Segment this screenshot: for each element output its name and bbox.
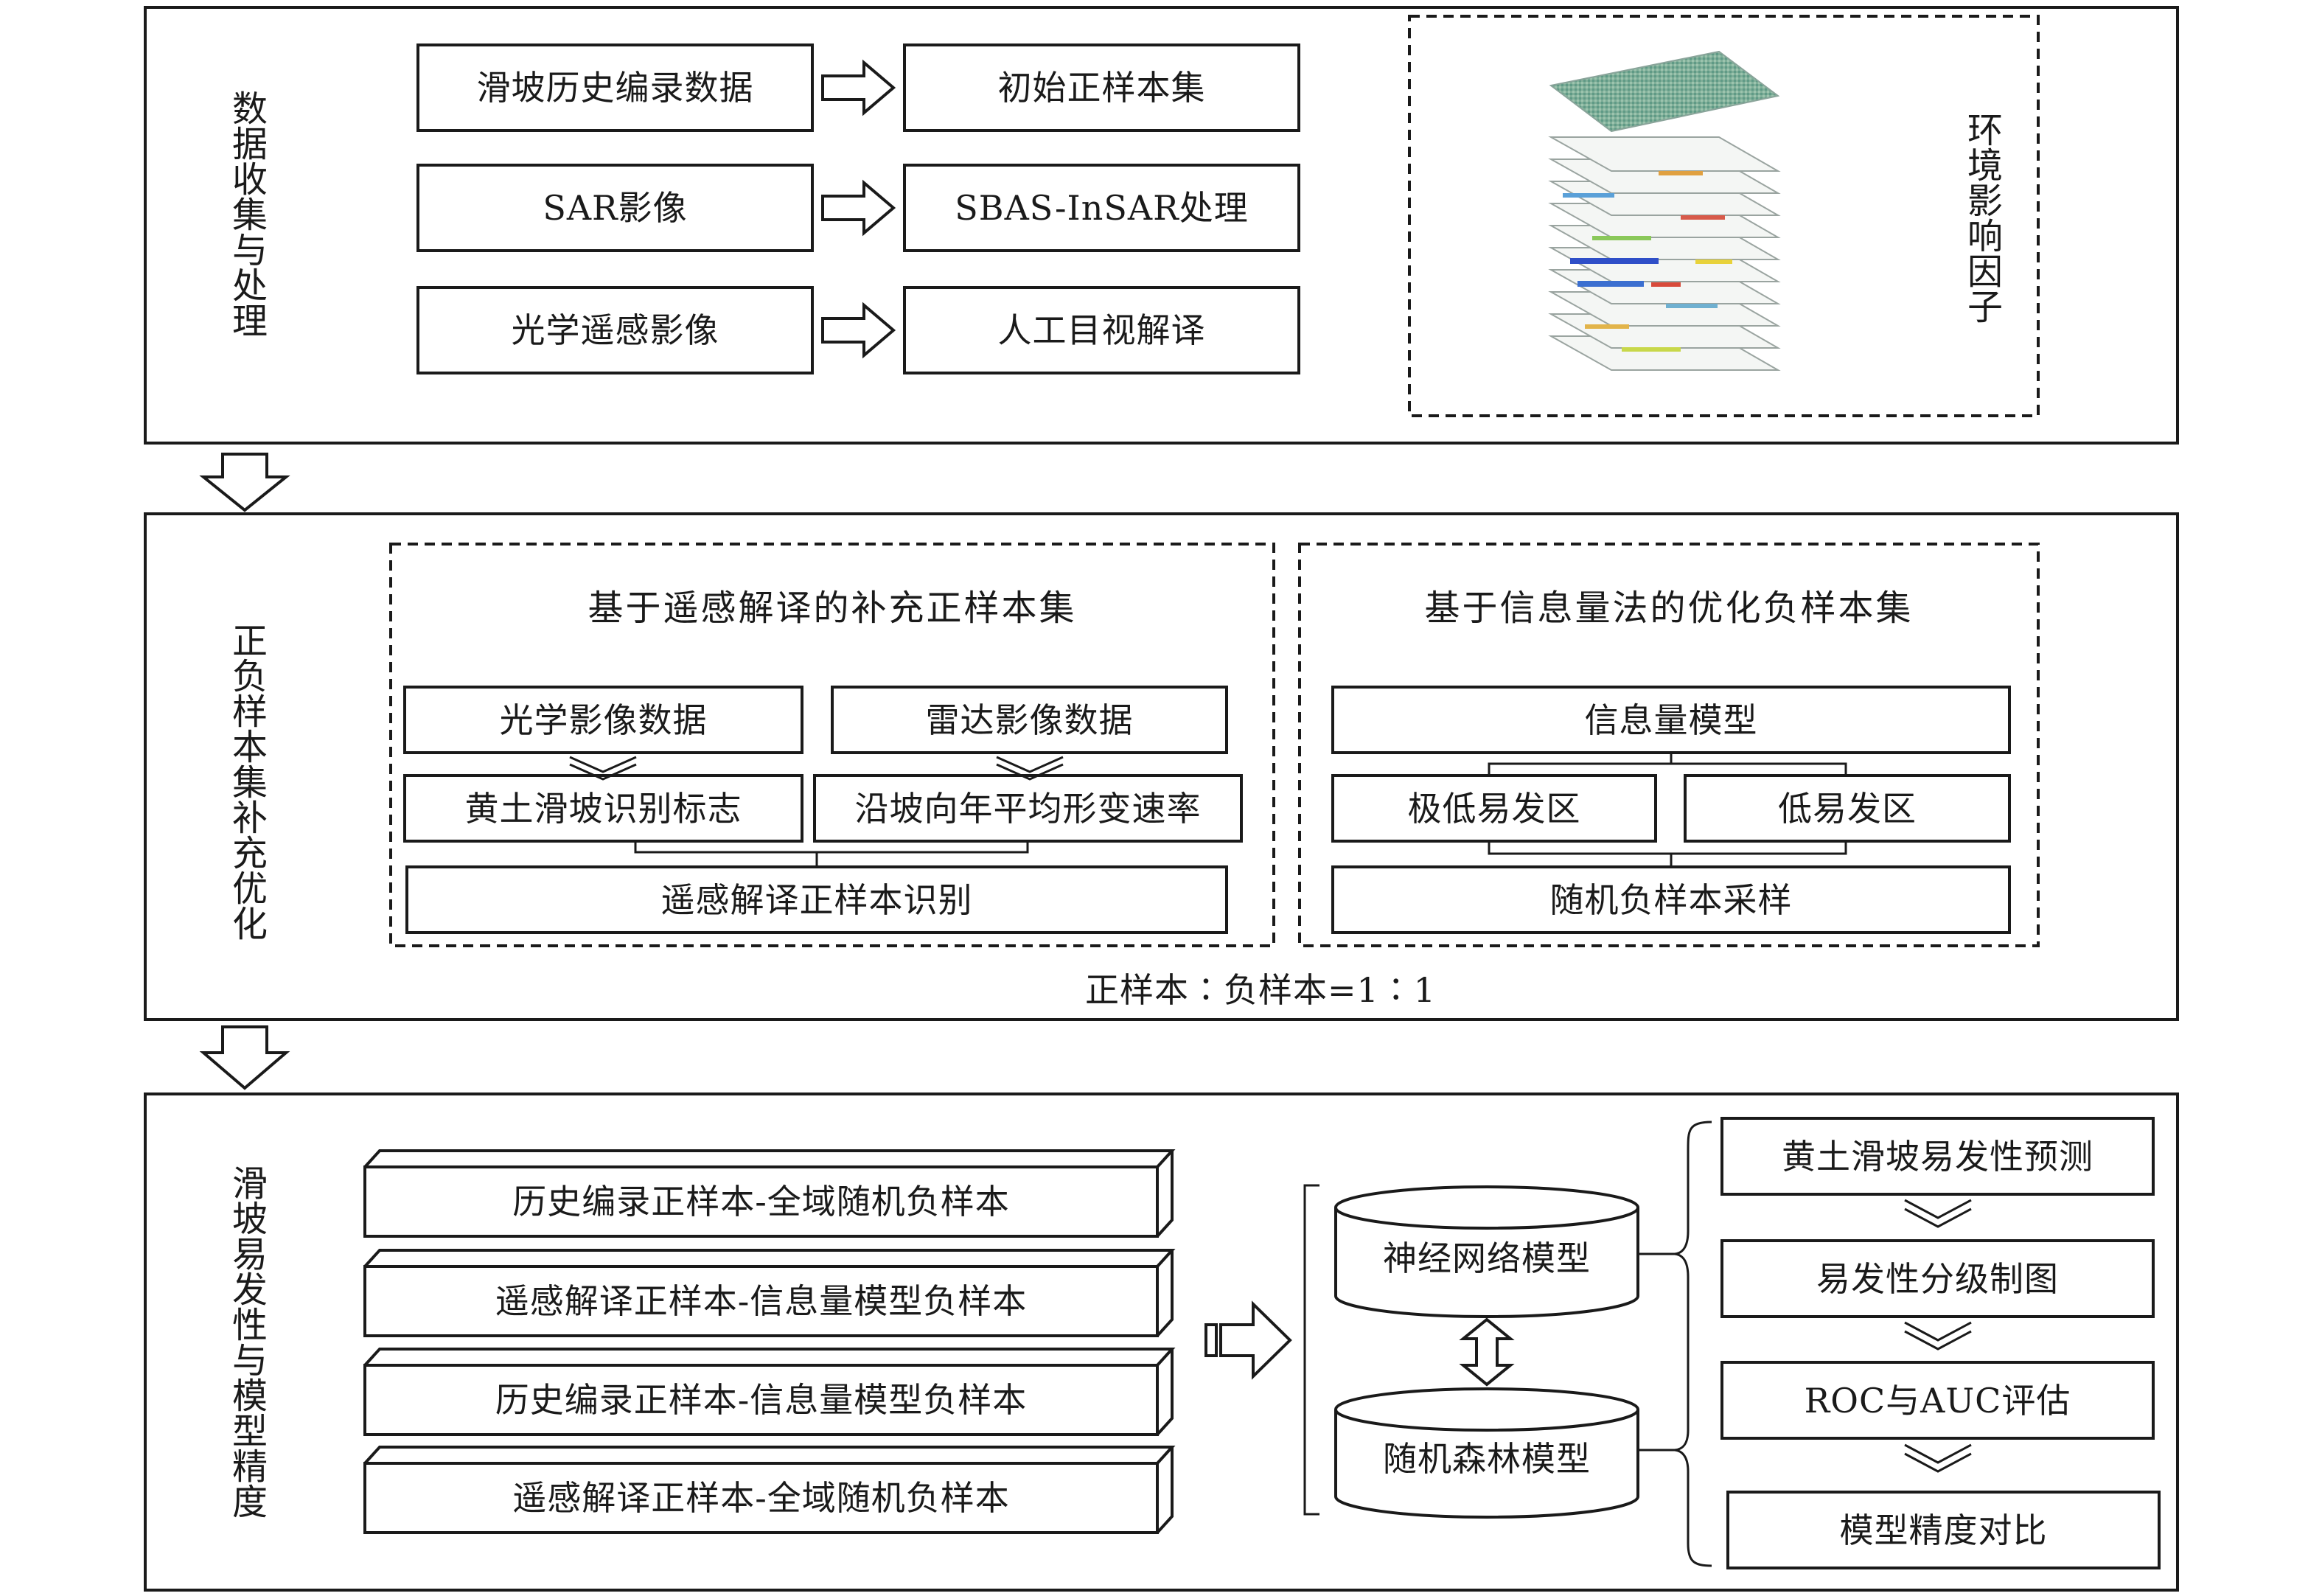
chevron-step2 (1904, 1321, 1972, 1351)
section-susceptibility-frame (144, 1093, 2179, 1592)
section-sample-optimization-frame (144, 512, 2179, 1021)
deformation-rate-label: 沿坡向年平均形变速率 (854, 788, 1202, 829)
env-factors-label: 环境影响因子 (1961, 111, 2002, 324)
chevron-optical-to-loess (569, 756, 637, 781)
very-low-zone-label: 极低易发区 (1407, 788, 1581, 829)
visual-interpretation-label: 人工目视解译 (997, 310, 1206, 350)
box-initial-positive (903, 43, 1300, 132)
bracket-right-merge (1488, 841, 1847, 867)
low-zone-label: 低易发区 (1778, 788, 1917, 829)
combo-box-4 (363, 1446, 1176, 1534)
random-sampling-label: 随机负样本采样 (1549, 879, 1793, 920)
combo-3-label: 历史编录正样本-信息量模型负样本 (495, 1380, 1028, 1420)
bracket-right-split (1488, 753, 1847, 776)
box-optical-data (403, 686, 803, 754)
combo-box-2 (363, 1249, 1176, 1337)
section-susceptibility-label: 滑坡易发性与模型精度 (226, 1165, 267, 1519)
box-loess-marks (403, 774, 803, 843)
box-step-mapping (1720, 1239, 2155, 1318)
arrow-section2-to-section3 (199, 1025, 290, 1090)
box-very-low-zone (1331, 774, 1657, 843)
chevron-step3 (1904, 1443, 1972, 1473)
panel-negative-dashed-frame (1298, 543, 2040, 947)
arrow-history-to-initial (821, 59, 896, 116)
box-history-data (416, 43, 814, 132)
chevron-step1 (1904, 1199, 1972, 1228)
panel-positive-dashed-frame (389, 543, 1275, 947)
box-low-zone (1684, 774, 2011, 843)
box-visual-interpretation (903, 286, 1300, 374)
box-step-roc (1720, 1361, 2155, 1440)
sar-image-label: SAR影像 (543, 188, 688, 228)
initial-positive-label: 初始正样本集 (997, 68, 1206, 108)
box-radar-data (831, 686, 1228, 754)
neural-network-label: 神经网络模型 (1383, 1238, 1591, 1278)
optical-data-label: 光学影像数据 (499, 700, 708, 740)
negative-panel-title: 基于信息量法的优化负样本集 (1424, 588, 1914, 629)
combo-box-1 (363, 1149, 1176, 1238)
env-factor-layer-stack (1548, 50, 1781, 371)
double-arrow-models (1459, 1317, 1515, 1387)
optical-image-label: 光学遥感影像 (511, 310, 719, 350)
bracket-models-left (1303, 1184, 1319, 1516)
section-data-collection-frame (144, 6, 2179, 445)
history-data-label: 滑坡历史编录数据 (476, 68, 754, 108)
box-optical-image (416, 286, 814, 374)
combo-4-label: 遥感解译正样本-全域随机负样本 (512, 1478, 1010, 1518)
step-prediction-label: 黄土滑坡易发性预测 (1782, 1136, 2093, 1177)
cylinder-random-forest (1334, 1387, 1639, 1519)
section-sample-optimization-label: 正负样本集补充优化 (226, 622, 267, 941)
step-compare-label: 模型精度对比 (1839, 1510, 2048, 1550)
arrow-sar-to-sbas (821, 179, 896, 237)
cylinder-neural-network (1334, 1185, 1639, 1318)
combo-box-3 (363, 1348, 1176, 1436)
box-step-compare (1726, 1491, 2161, 1569)
positive-panel-title: 基于遥感解译的补充正样本集 (588, 588, 1077, 629)
env-factors-dashed-frame (1408, 15, 2040, 417)
box-step-prediction (1720, 1117, 2155, 1196)
brace-steps (1674, 1121, 1712, 1567)
section-data-collection-label: 数据收集与处理 (226, 90, 267, 338)
radar-data-label: 雷达影像数据 (925, 700, 1134, 740)
sbas-insar-label: SBAS-InSAR处理 (955, 188, 1249, 228)
sample-ratio-note: 正样本∶负样本=1∶1 (1084, 970, 1437, 1010)
step-mapping-label: 易发性分级制图 (1816, 1258, 2059, 1299)
combo-1-label: 历史编录正样本-全域随机负样本 (512, 1182, 1010, 1222)
arrow-section1-to-section2 (199, 453, 290, 512)
chevron-radar-to-deformation (996, 756, 1064, 781)
arrow-combos-to-models (1204, 1300, 1292, 1380)
arrow-optical-to-visual (821, 302, 896, 359)
combo-2-label: 遥感解译正样本-信息量模型负样本 (495, 1281, 1028, 1321)
step-roc-label: ROC与AUC评估 (1804, 1380, 2071, 1421)
info-model-label: 信息量模型 (1584, 700, 1758, 740)
bracket-left-merge (634, 841, 1029, 867)
loess-marks-label: 黄土滑坡识别标志 (464, 788, 742, 829)
box-sar-image (416, 164, 814, 252)
random-forest-label: 随机森林模型 (1383, 1439, 1591, 1479)
positive-identification-label: 遥感解译正样本识别 (660, 879, 973, 920)
box-sbas-insar (903, 164, 1300, 252)
